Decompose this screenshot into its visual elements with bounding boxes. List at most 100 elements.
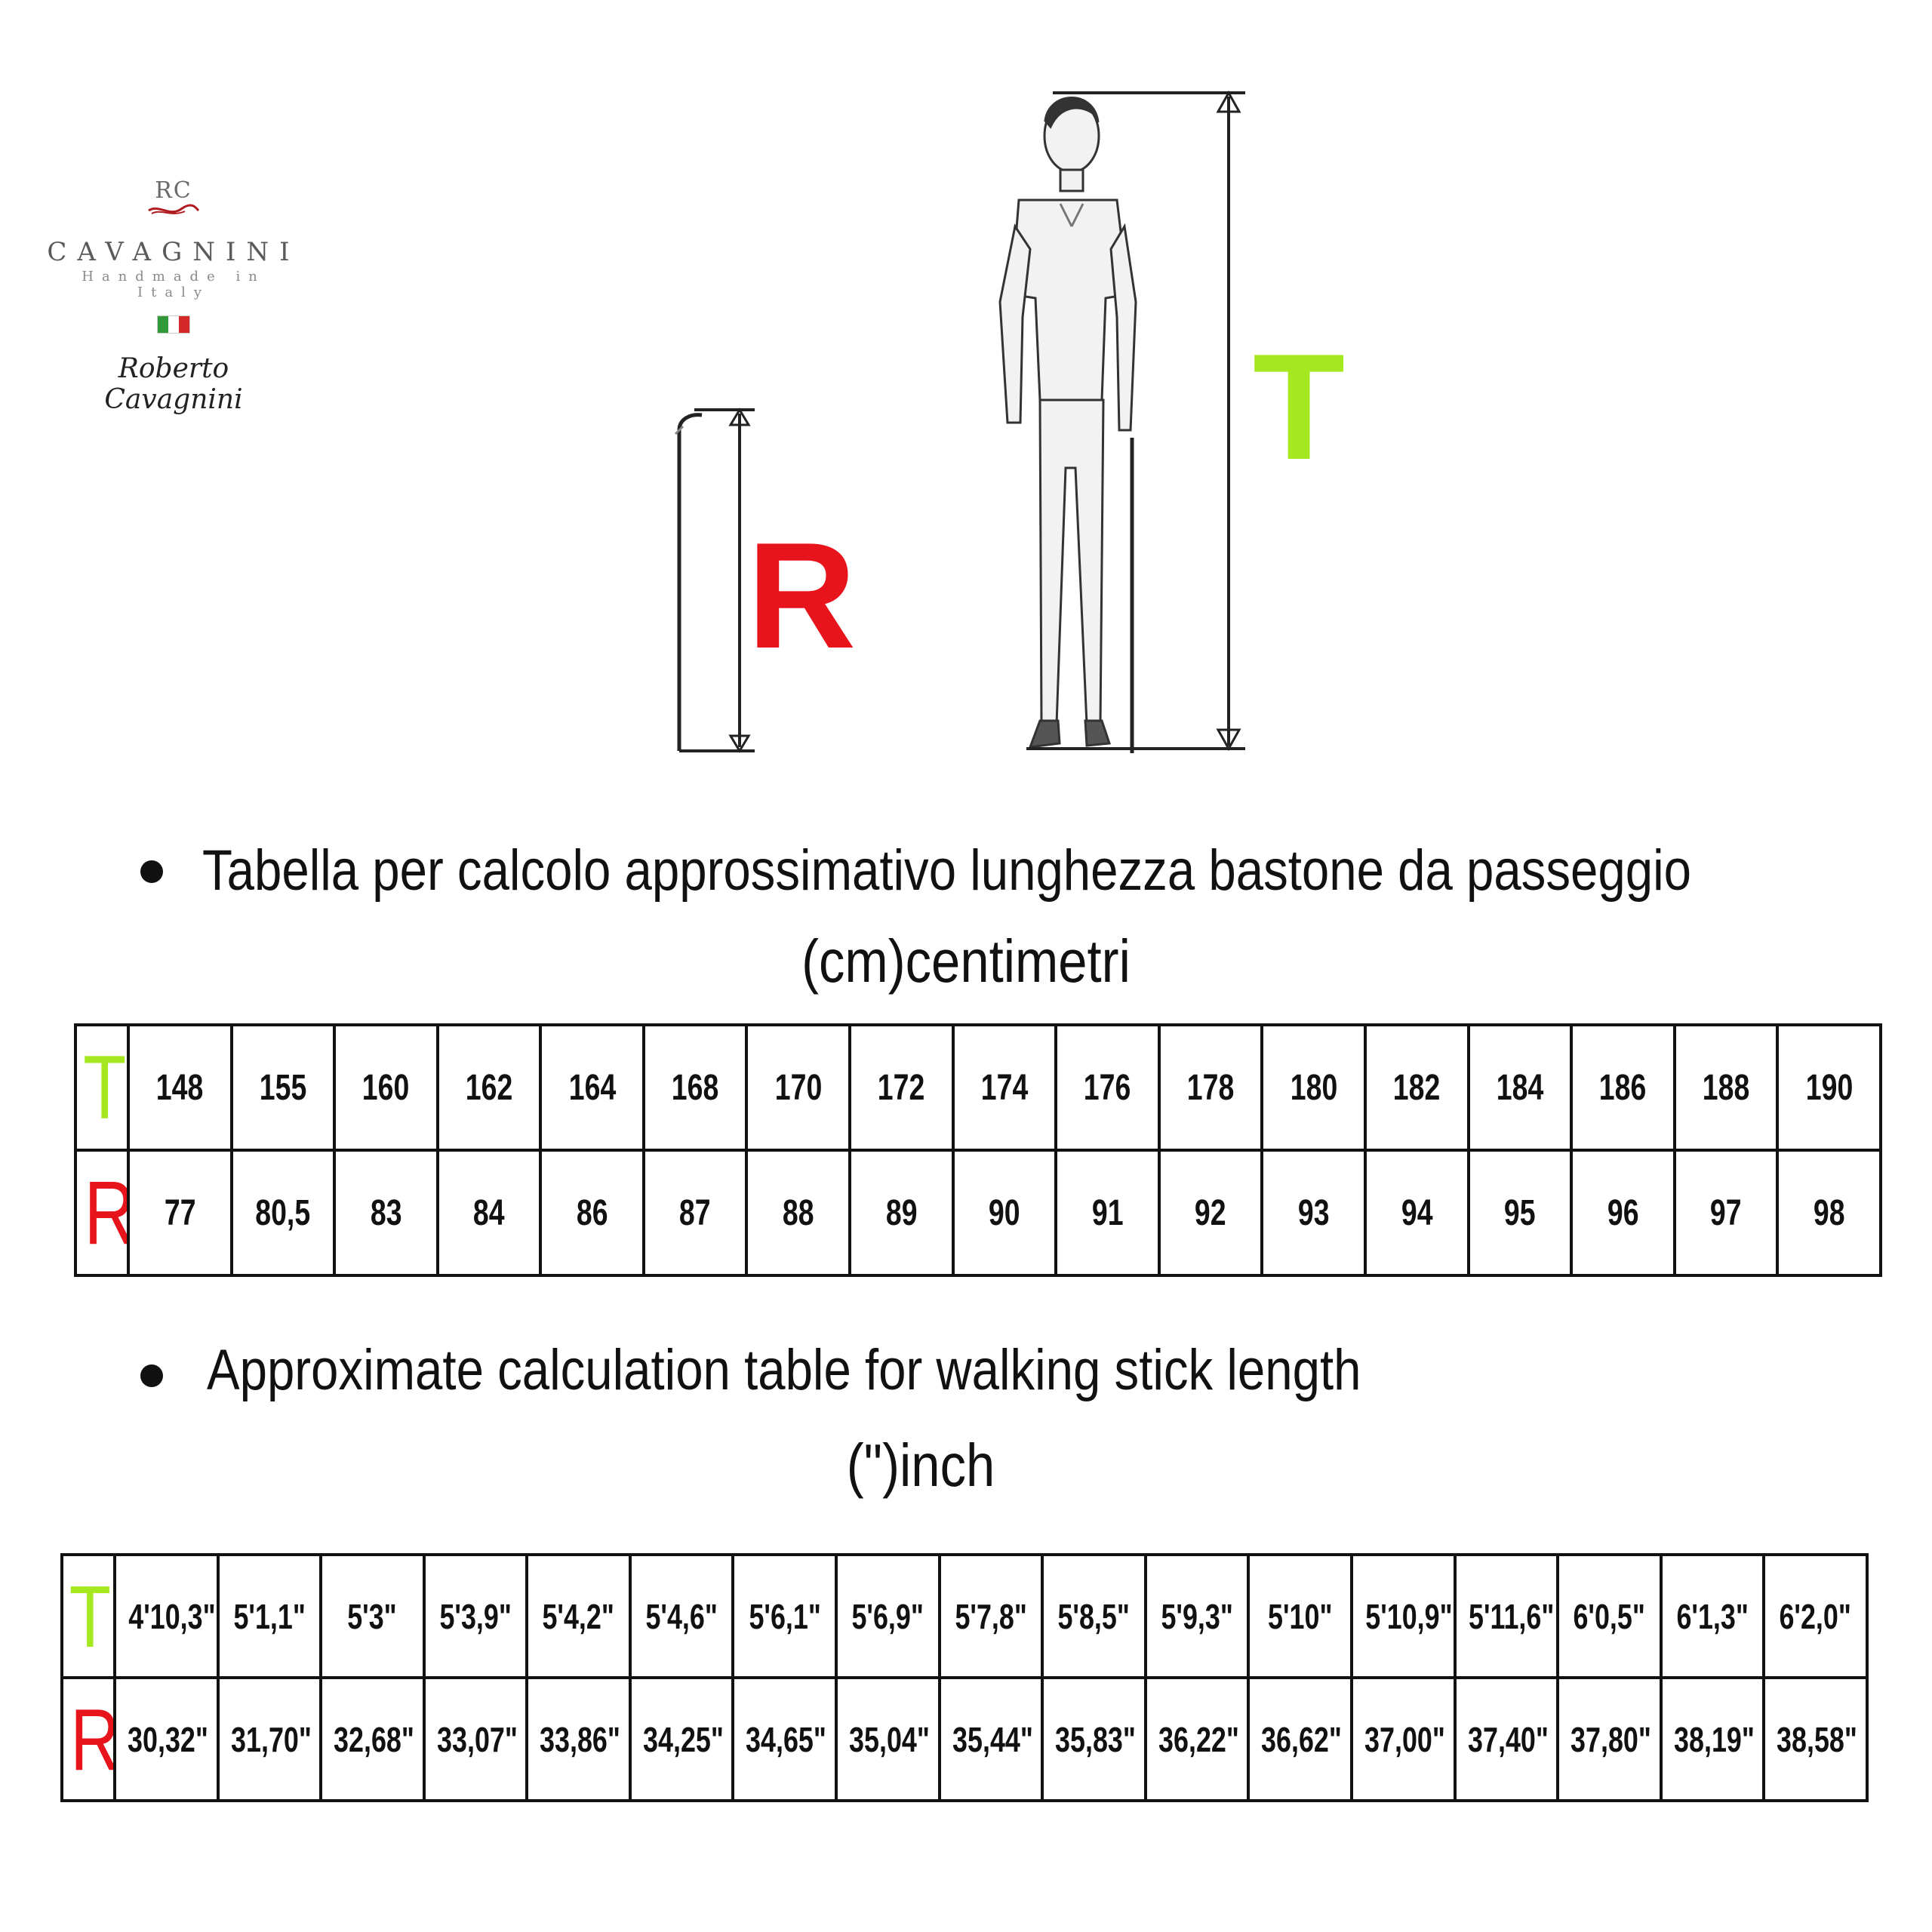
italian-flag-icon <box>157 315 190 334</box>
cm-cell-t: 184 <box>1466 1023 1574 1152</box>
cm-cell-t: 182 <box>1363 1023 1470 1152</box>
cm-row-label-text: R <box>85 1161 125 1265</box>
inch-row-label-text: T <box>69 1567 112 1666</box>
cm-cell-value: 164 <box>568 1067 616 1108</box>
inch-cell-r: 37,40" <box>1453 1676 1560 1802</box>
inch-cell-value: 5'1,1" <box>233 1596 306 1636</box>
inch-cell-r: 35,04" <box>835 1676 941 1802</box>
cm-cell-r: 91 <box>1054 1149 1161 1277</box>
cm-cell-value: 89 <box>885 1192 918 1233</box>
cm-cell-value: 97 <box>1710 1192 1742 1233</box>
t-dimension-arrow <box>1026 90 1245 752</box>
cm-cell-r: 86 <box>539 1149 645 1277</box>
brand-tagline: Handmade in Italy <box>82 269 266 300</box>
cm-cell-t: 188 <box>1672 1023 1780 1152</box>
inch-cell-t: 6'0,5" <box>1556 1553 1663 1679</box>
inch-cell-t: 5'3,9" <box>422 1553 529 1679</box>
cm-cell-value: 162 <box>465 1067 513 1108</box>
cm-cell-t: 178 <box>1157 1023 1264 1152</box>
inch-row-label-r: R <box>60 1676 116 1802</box>
inch-unit-label: (")inch <box>846 1432 995 1499</box>
inch-cell-r: 35,44" <box>937 1676 1044 1802</box>
brand-signature: Roberto Cavagnini <box>104 353 243 415</box>
inch-cell-value: 37,00" <box>1364 1719 1445 1759</box>
inch-cell-r: 33,86" <box>525 1676 632 1802</box>
cm-cell-value: 95 <box>1503 1192 1536 1233</box>
cm-cell-value: 155 <box>259 1067 307 1108</box>
cm-cell-value: 188 <box>1702 1067 1750 1108</box>
inch-cell-value: 5'3" <box>347 1596 398 1636</box>
inch-cell-r: 37,80" <box>1556 1676 1663 1802</box>
inch-cell-t: 5'11,6" <box>1453 1553 1560 1679</box>
cm-cell-value: 190 <box>1805 1067 1853 1108</box>
inch-cell-r: 30,32" <box>113 1676 220 1802</box>
brand-logo: RC CAVAGNINI Handmade in Italy Roberto C… <box>45 170 302 415</box>
inch-cell-t: 6'2,0" <box>1762 1553 1869 1679</box>
cm-cell-t: 168 <box>641 1023 749 1152</box>
cm-cell-value: 160 <box>362 1067 410 1108</box>
inch-cell-r: 34,25" <box>628 1676 735 1802</box>
cm-cell-value: 92 <box>1195 1192 1226 1233</box>
cm-cell-t: 160 <box>333 1023 439 1152</box>
cm-cell-t: 162 <box>435 1023 543 1152</box>
inch-cell-value: 37,40" <box>1467 1719 1549 1759</box>
cm-cell-r: 84 <box>435 1149 543 1277</box>
cm-cell-value: 184 <box>1496 1067 1544 1108</box>
cm-cell-r: 80,5 <box>229 1149 337 1277</box>
cm-cell-value: 94 <box>1401 1192 1433 1233</box>
inch-cell-value: 32,68" <box>334 1719 415 1759</box>
cm-cell-value: 93 <box>1297 1192 1330 1233</box>
inch-cell-t: 5'6,9" <box>835 1553 941 1679</box>
inch-cell-value: 37,80" <box>1571 1719 1651 1759</box>
inch-cell-t: 5'4,2" <box>525 1553 632 1679</box>
cm-unit-label: (cm)centimetri <box>801 928 1131 995</box>
inch-cell-value: 6'0,5" <box>1573 1596 1646 1636</box>
inch-cell-t: 4'10,3" <box>113 1553 220 1679</box>
inch-title-bullet <box>140 1364 163 1387</box>
cm-cell-value: 84 <box>473 1192 505 1233</box>
inch-row-label-text: R <box>70 1689 112 1790</box>
cm-cell-t: 176 <box>1054 1023 1161 1152</box>
inch-cell-t: 5'4,6" <box>628 1553 735 1679</box>
cm-cell-value: 186 <box>1599 1067 1647 1108</box>
cm-cell-r: 95 <box>1466 1149 1574 1277</box>
inch-cell-value: 5'3,9" <box>439 1596 512 1636</box>
cm-cell-r: 98 <box>1776 1149 1882 1277</box>
cm-cell-value: 83 <box>370 1192 402 1233</box>
inch-cell-t: 5'9,3" <box>1143 1553 1251 1679</box>
inch-cell-value: 5'6,9" <box>851 1596 924 1636</box>
inch-cell-r: 34,65" <box>731 1676 838 1802</box>
inch-cell-r: 33,07" <box>422 1676 529 1802</box>
inch-cell-value: 5'10,9" <box>1365 1596 1453 1636</box>
inch-cell-r: 35,83" <box>1041 1676 1147 1802</box>
inch-row-r: R30,32"31,70"32,68"33,07"33,86"34,25"34,… <box>60 1676 1869 1802</box>
cm-cell-value: 178 <box>1186 1067 1235 1108</box>
inch-cell-value: 38,58" <box>1777 1719 1858 1759</box>
inch-cell-t: 5'8,5" <box>1041 1553 1147 1679</box>
inch-cell-t: 5'10,9" <box>1349 1553 1457 1679</box>
cm-cell-t: 190 <box>1776 1023 1882 1152</box>
cm-cell-value: 91 <box>1091 1192 1124 1233</box>
cm-cell-r: 97 <box>1672 1149 1780 1277</box>
inch-cell-r: 38,58" <box>1762 1676 1869 1802</box>
inch-cell-value: 38,19" <box>1673 1719 1755 1759</box>
inch-cell-t: 5'3" <box>319 1553 426 1679</box>
cm-cell-t: 155 <box>229 1023 337 1152</box>
inch-cell-t: 5'6,1" <box>731 1553 838 1679</box>
inch-cell-r: 32,68" <box>319 1676 426 1802</box>
cm-cell-value: 80,5 <box>255 1192 311 1233</box>
inch-cell-value: 4'10,3" <box>128 1596 216 1636</box>
inch-cell-r: 36,62" <box>1247 1676 1353 1802</box>
inch-cell-r: 36,22" <box>1143 1676 1251 1802</box>
cm-row-label-r: R <box>74 1149 130 1277</box>
cm-cell-r: 92 <box>1157 1149 1264 1277</box>
cm-cell-r: 83 <box>333 1149 439 1277</box>
measurement-illustration <box>674 90 1245 753</box>
cm-cell-value: 88 <box>782 1192 814 1233</box>
inch-cell-r: 37,00" <box>1349 1676 1457 1802</box>
inch-cell-t: 6'1,3" <box>1659 1553 1766 1679</box>
